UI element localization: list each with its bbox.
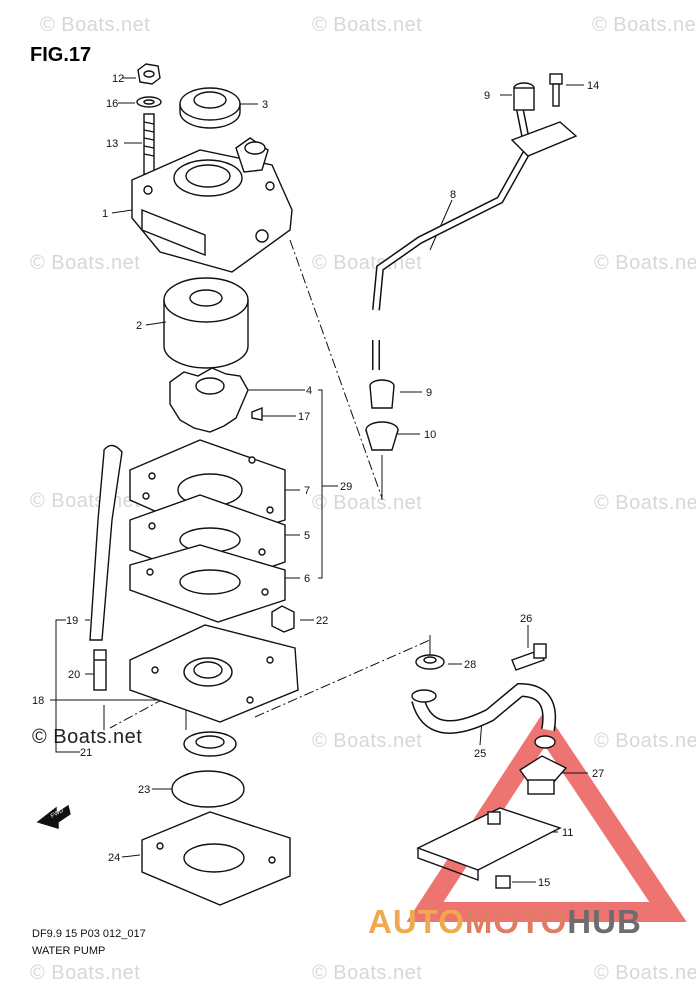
callout-10: 10 [424, 429, 436, 441]
grommet-10 [365, 421, 399, 451]
water-pipe-25 [411, 682, 557, 749]
callout-1: 1 [102, 208, 108, 220]
o-ring-23 [171, 770, 245, 808]
watermark: © Boats.net [594, 252, 696, 274]
callout-20: 20 [68, 669, 80, 681]
strainer-plate-11 [416, 807, 562, 882]
pump-case-1 [131, 137, 293, 273]
watermark: © Boats.net [592, 14, 696, 36]
stud-13 [143, 113, 155, 175]
watermark: © Boats.net [312, 962, 423, 984]
impeller-4 [169, 367, 249, 433]
washer-28 [415, 654, 445, 670]
callout-5: 5 [304, 530, 310, 542]
nut-22 [271, 605, 295, 633]
insert-2 [163, 277, 249, 369]
watermark: © Boats.net [312, 14, 423, 36]
bolt-26 [511, 643, 547, 671]
callout-16: 16 [106, 98, 118, 110]
gasket-24 [141, 811, 291, 906]
callout-28: 28 [464, 659, 476, 671]
nut-12 [137, 63, 161, 85]
watermark: © Boats.net [30, 962, 141, 984]
callout-11: 11 [562, 827, 573, 839]
callout-26: 26 [520, 613, 532, 625]
callout-9-top: 9 [484, 90, 490, 102]
grommet-9-top [513, 82, 535, 111]
lower-case-18 [129, 624, 299, 723]
callout-23: 23 [138, 784, 150, 796]
callout-9-bottom: 9 [426, 387, 432, 399]
grommet-9-bottom [369, 379, 395, 409]
callout-21: 21 [80, 747, 92, 759]
callout-18: 18 [32, 695, 44, 707]
callout-6: 6 [304, 573, 310, 585]
watermark: © Boats.net [594, 962, 696, 984]
callout-29: 29 [340, 481, 352, 493]
watermark: © Boats.net [30, 252, 141, 274]
callout-22: 22 [316, 615, 328, 627]
callout-12: 12 [112, 73, 124, 85]
brand-part-hub: HUB [567, 903, 642, 940]
figure-code: DF9.9 15 P03 012_017 [32, 928, 146, 940]
brand-logo-text: AUTOMOTOHUB [368, 903, 642, 941]
watermark: © Boats.net [594, 492, 696, 514]
figure-caption: WATER PUMP [32, 945, 106, 957]
watermark: © Boats.net [312, 730, 423, 752]
callout-15: 15 [538, 877, 550, 889]
callout-14: 14 [587, 80, 599, 92]
callout-25: 25 [474, 748, 486, 760]
watermark: © Boats.net [312, 492, 423, 514]
water-tube-8 [372, 109, 578, 370]
callout-7: 7 [304, 485, 310, 497]
callout-19: 19 [66, 615, 78, 627]
tube-19 [89, 444, 123, 641]
callout-8: 8 [450, 189, 456, 201]
seal-3 [179, 87, 241, 129]
callout-24: 24 [108, 852, 120, 864]
watermark-primary: © Boats.net [32, 726, 143, 748]
callout-3: 3 [262, 99, 268, 111]
figure-title: FIG.17 [30, 44, 92, 66]
callout-27: 27 [592, 768, 604, 780]
brand-part-auto: AUTO [368, 903, 465, 940]
key-17 [251, 406, 263, 421]
bolt-15 [495, 875, 511, 889]
washer-16 [136, 96, 162, 108]
callout-2: 2 [136, 320, 142, 332]
watermark: © Boats.net [594, 730, 696, 752]
forward-arrow-icon [36, 804, 71, 829]
callout-4: 4 [306, 385, 312, 397]
brand-part-moto: MOTO [464, 903, 568, 940]
bolt-14 [549, 73, 563, 107]
grommet-20 [93, 649, 107, 691]
seal-21 [183, 731, 237, 757]
gasket-6 [129, 544, 286, 623]
watermark: © Boats.net [40, 14, 151, 36]
callout-13: 13 [106, 138, 118, 150]
callout-17: 17 [298, 411, 310, 423]
grommet-27 [519, 755, 568, 795]
